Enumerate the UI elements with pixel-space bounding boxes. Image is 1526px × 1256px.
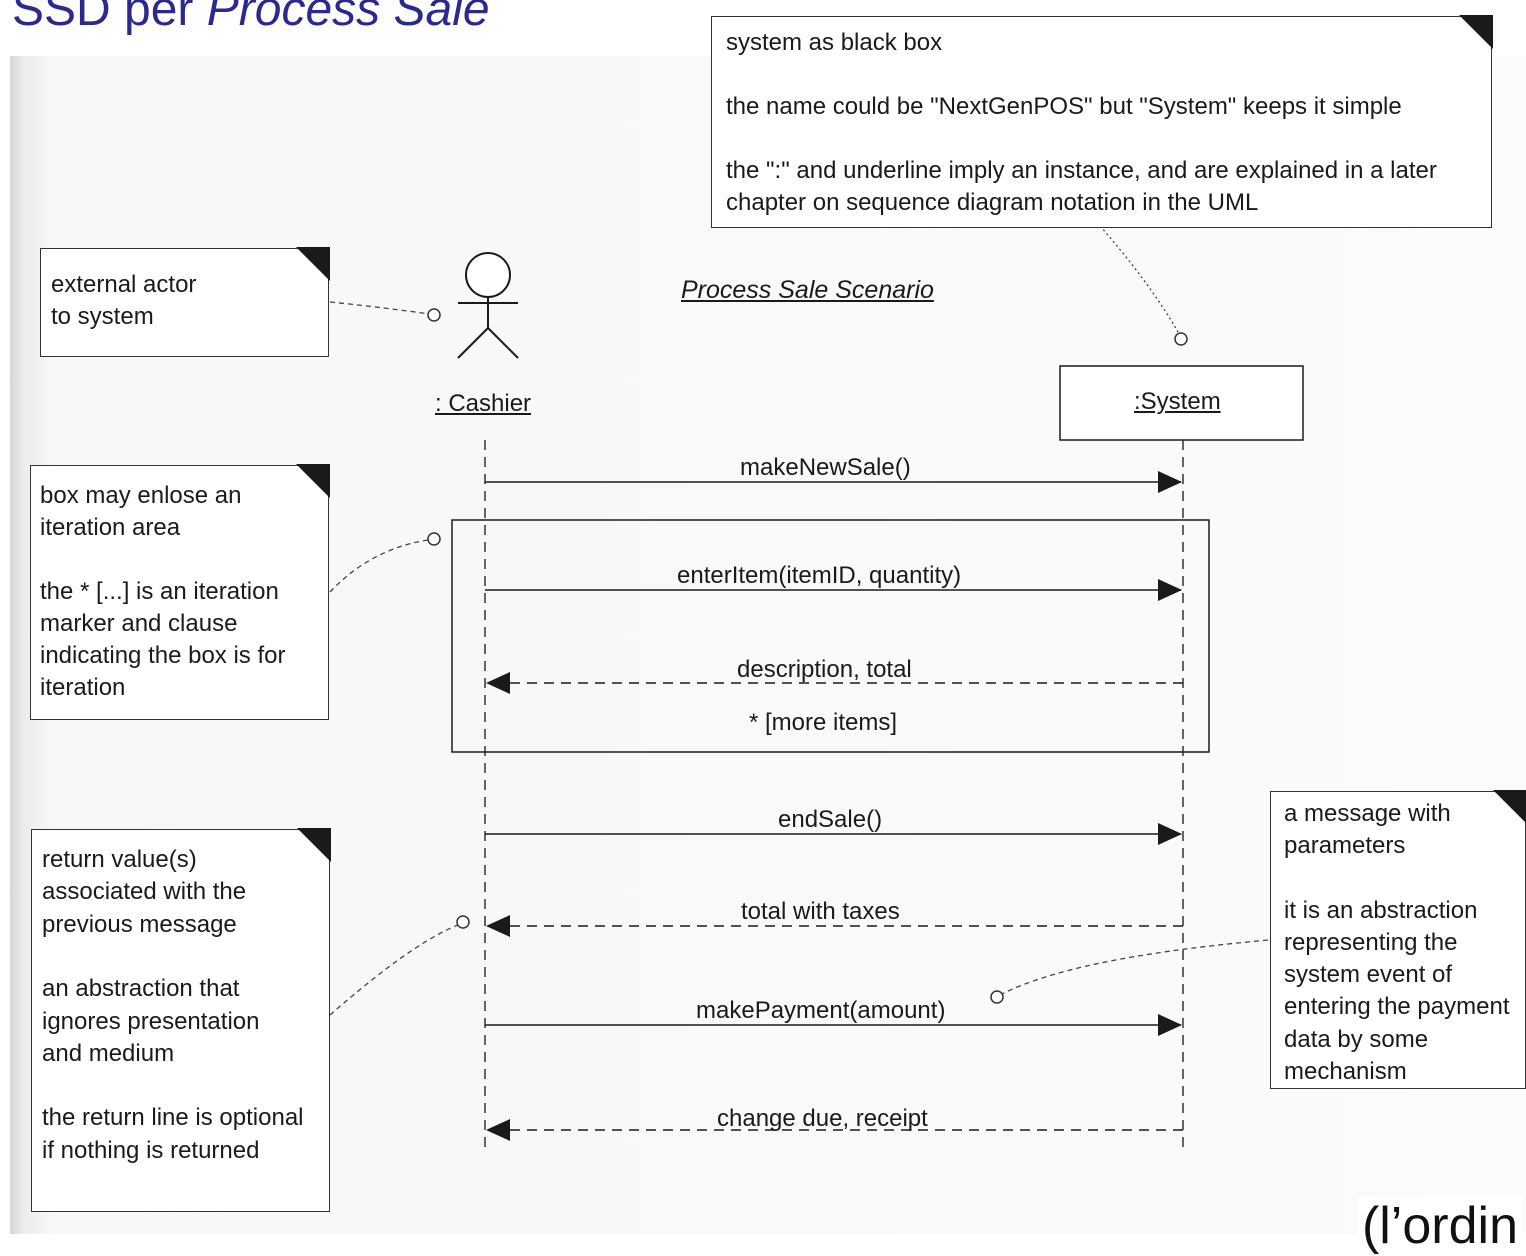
connector-system-note xyxy=(1099,225,1179,333)
connector-end-actor xyxy=(427,308,441,322)
connector-end-message xyxy=(990,990,1004,1004)
connector-end-return xyxy=(456,915,470,929)
message-label: makePayment(amount) xyxy=(696,997,946,1024)
note-message-parameters: a message with parameters it is an abstr… xyxy=(1270,790,1526,1089)
connector-actor-note xyxy=(329,301,431,315)
scenario-title: Process Sale Scenario xyxy=(681,276,934,304)
message-label: total with taxes xyxy=(741,898,900,925)
message-label: endSale() xyxy=(778,806,883,833)
connector-message-note xyxy=(1001,939,1269,995)
cashier-label: : Cashier xyxy=(435,390,532,417)
loop-label: * [more items] xyxy=(749,709,898,736)
connector-end-iteration xyxy=(427,532,441,546)
message-label: enterItem(itemID, quantity) xyxy=(677,562,962,589)
message-label: description, total xyxy=(737,656,912,683)
message-label: makeNewSale() xyxy=(740,454,911,481)
connector-iteration-note xyxy=(329,539,429,593)
connector-end-system xyxy=(1174,332,1188,346)
system-box xyxy=(1059,365,1304,441)
message-label: change due, receipt xyxy=(717,1105,928,1132)
connector-return-note xyxy=(329,924,459,1016)
note-system-black-box: system as black box the name could be "N… xyxy=(711,15,1493,228)
slide-title: SSD per Process Sale xyxy=(12,0,490,36)
system-label: :System xyxy=(1134,388,1221,415)
footer-text: (l’ordin xyxy=(1357,1196,1522,1256)
note-iteration-area: box may enlose an iteration area the * [… xyxy=(30,464,330,720)
note-return-values: return value(s) associated with the prev… xyxy=(31,828,331,1212)
cashier-actor-icon xyxy=(457,252,519,359)
note-external-actor: external actor to system xyxy=(40,247,330,357)
iteration-box xyxy=(451,519,1210,753)
